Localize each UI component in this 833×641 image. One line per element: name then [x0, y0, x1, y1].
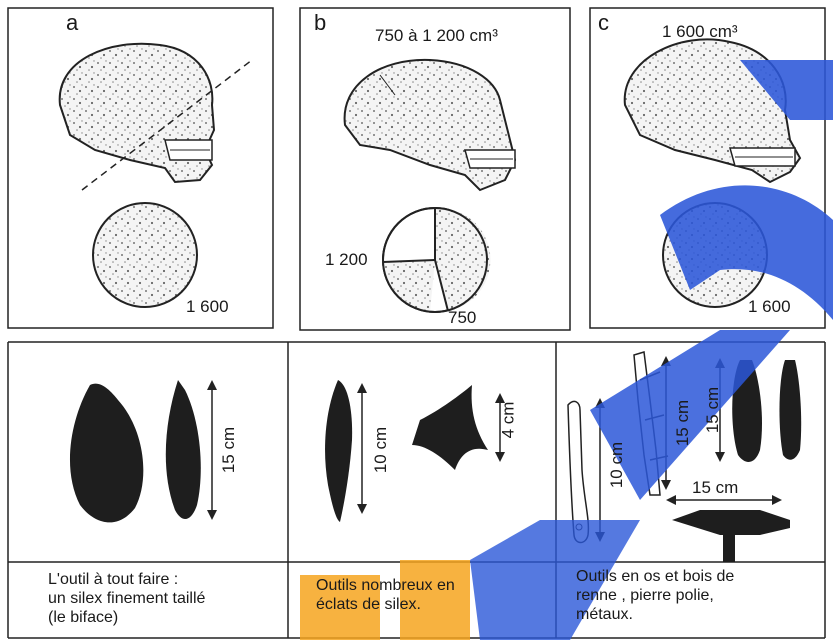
panel-c-volume: 1 600 cm³	[662, 22, 738, 41]
metal-axe-handle	[723, 532, 735, 562]
biface-front	[69, 383, 144, 523]
caption-bone-line-1: Outils en os et bois de	[576, 568, 735, 585]
flake-dimension-1: 10 cm	[371, 426, 391, 474]
panel-b-frame	[299, 7, 571, 331]
metal-dimension: 15 cm	[692, 478, 739, 497]
panel-b-letter: b	[314, 10, 327, 35]
pie-a-label: 1 600	[186, 297, 229, 316]
caption-biface-line-2: un silex finement taillé	[48, 590, 206, 607]
panel-c-letter: c	[598, 10, 609, 35]
flake-point	[325, 380, 353, 522]
watermark-blue-bottom	[470, 520, 640, 640]
pie-c-label: 1 600	[748, 297, 791, 316]
caption-bone-line-2: renne , pierre polie,	[576, 587, 714, 604]
watermark-blue-diagonal	[590, 330, 790, 500]
flake-dimension-2: 4 cm	[498, 401, 518, 439]
biface-side	[165, 380, 201, 520]
antler-dimension: 15 cm	[673, 399, 693, 447]
caption-flakes-line-2: éclats de silex.	[316, 596, 421, 613]
caption-biface: L'outil à tout faire : un silex finement…	[48, 570, 205, 627]
pie-b-label-right: 750	[448, 308, 477, 327]
caption-biface-line-1: L'outil à tout faire :	[48, 571, 179, 588]
polished-axe-side	[779, 360, 802, 460]
caption-flakes-line-1: Outils nombreux en	[316, 577, 455, 594]
flake-triangle	[412, 385, 488, 470]
skull-a	[58, 42, 253, 191]
caption-bone-line-3: métaux.	[576, 606, 633, 623]
panel-a-frame	[7, 7, 274, 329]
bone-dimension-1: 10 cm	[607, 441, 627, 489]
skull-b	[343, 58, 517, 192]
pie-b	[382, 207, 491, 313]
watermark-orange	[300, 560, 470, 640]
metal-axe-head	[672, 510, 790, 535]
caption-biface-line-3: (le biface)	[48, 609, 119, 626]
pie-b-label-left: 1 200	[325, 250, 368, 269]
panel-a-letter: a	[66, 10, 79, 35]
axe-dimension: 15 cm	[703, 386, 723, 434]
panel-b-volume: 750 à 1 200 cm³	[375, 26, 498, 45]
caption-bone: Outils en os et bois de renne , pierre p…	[576, 567, 734, 624]
caption-flakes: Outils nombreux en éclats de silex.	[316, 576, 455, 614]
watermark-blue-top	[740, 60, 833, 120]
watermark-blue-arc	[660, 185, 833, 320]
pie-a	[92, 202, 198, 308]
panel-c-frame	[589, 7, 826, 329]
biface-dimension: 15 cm	[219, 426, 239, 474]
